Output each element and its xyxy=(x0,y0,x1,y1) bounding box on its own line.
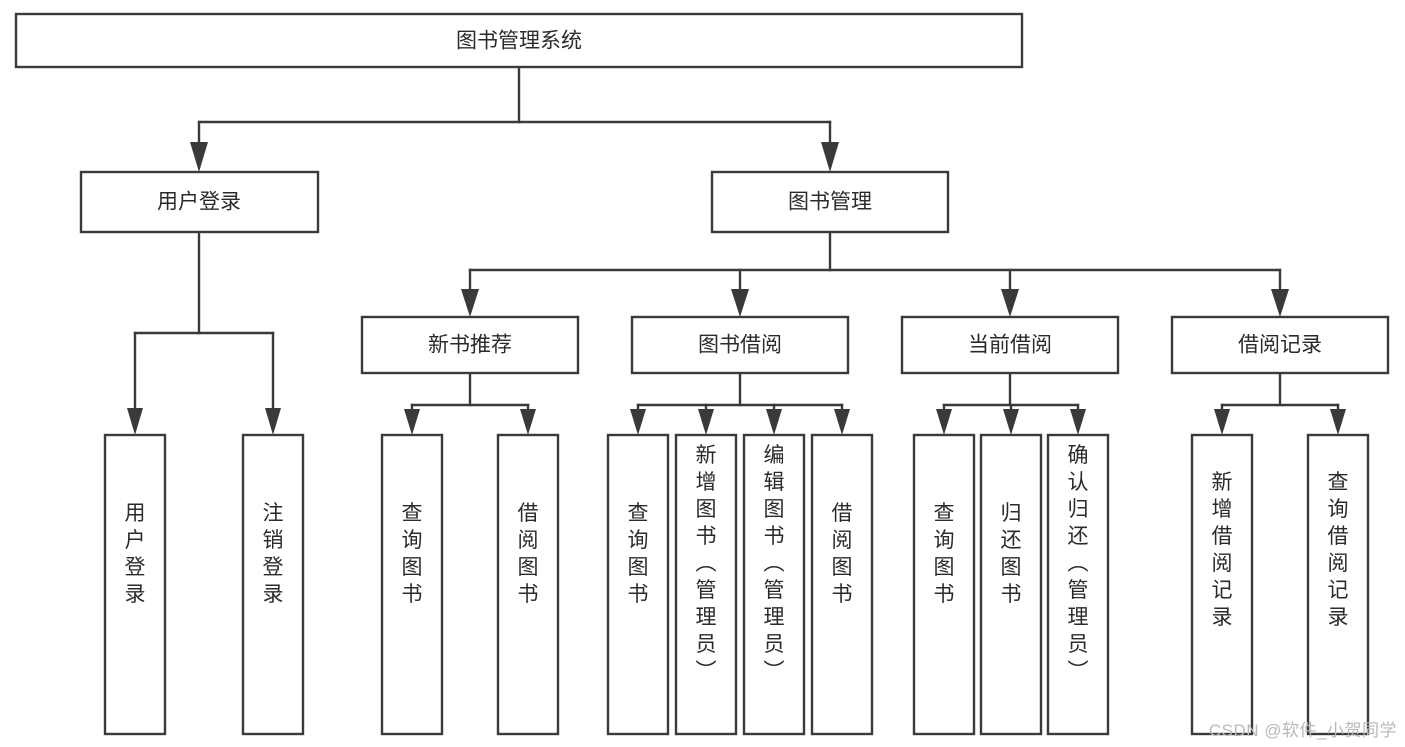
node-leaf-label: 归还图书 xyxy=(1001,502,1022,606)
arrowhead-userlogin-leaf-2 xyxy=(265,408,281,435)
node-borrow-record-label: 借阅记录 xyxy=(1238,334,1322,357)
node-leaf-label: 确认归还︵管理员︶ xyxy=(1068,444,1089,683)
node-leaf-book-borrow-3[interactable]: 编辑图书︵管理员︶ xyxy=(742,433,806,736)
node-leaf-book-borrow-2[interactable]: 新增图书︵管理员︶ xyxy=(674,433,738,736)
node-leaf-label: 用户登录 xyxy=(125,502,146,606)
node-leaf-rect[interactable] xyxy=(103,433,167,736)
node-leaf-current-borrow-3[interactable]: 确认归还︵管理员︶ xyxy=(1046,433,1110,736)
node-root-label: 图书管理系统 xyxy=(456,30,582,53)
node-leaf-label: 查询图书 xyxy=(402,502,423,606)
node-leaf-rect[interactable] xyxy=(979,433,1043,736)
arrowhead-to-newbook xyxy=(461,289,479,317)
node-leaf-label: 查询借阅记录 xyxy=(1328,471,1349,629)
node-leaf-rect[interactable] xyxy=(742,433,806,736)
arrowhead-bookborrow-leaf-2 xyxy=(698,409,714,435)
node-leaf-book-borrow-1[interactable]: 查询图书 xyxy=(606,433,670,736)
arrowhead-currentborrow-leaf-2 xyxy=(1003,409,1019,435)
node-user-login-label: 用户登录 xyxy=(157,191,241,214)
node-leaf-book-borrow-4[interactable]: 借阅图书 xyxy=(810,433,874,736)
node-leaf-rect[interactable] xyxy=(496,433,560,736)
node-leaf-label: 借阅图书 xyxy=(518,502,539,606)
connector-group-newbook xyxy=(404,371,536,435)
node-leaf-rect[interactable] xyxy=(241,433,305,736)
node-new-book-recommend-rect[interactable] xyxy=(360,315,580,375)
node-leaf-label: 查询图书 xyxy=(628,502,649,606)
arrowhead-newbook-leaf-2 xyxy=(520,409,536,435)
node-leaf-rect[interactable] xyxy=(912,433,976,736)
node-leaf-label: 新增借阅记录 xyxy=(1212,471,1233,629)
connector-group-userlogin xyxy=(127,230,281,435)
node-leaf-label: 注销登录 xyxy=(263,502,284,606)
node-leaf-rect[interactable] xyxy=(674,433,738,736)
node-leaf-rect[interactable] xyxy=(606,433,670,736)
node-leaf-rect[interactable] xyxy=(1190,433,1254,736)
node-leaf-rect[interactable] xyxy=(810,433,874,736)
arrowhead-newbook-leaf-1 xyxy=(404,409,420,435)
node-book-borrow-label: 图书借阅 xyxy=(698,334,782,357)
arrowhead-to-bookborrow xyxy=(731,289,749,317)
node-leaf-new-book-1[interactable]: 查询图书 xyxy=(380,433,444,736)
node-user-login-rect[interactable] xyxy=(79,170,320,234)
arrowhead-bookborrow-leaf-3 xyxy=(766,409,782,435)
arrowhead-to-currentborrow xyxy=(1001,289,1019,317)
node-borrow-record[interactable]: 借阅记录 xyxy=(1170,315,1390,375)
connector-group-currentborrow xyxy=(936,371,1086,435)
node-borrow-record-rect[interactable] xyxy=(1170,315,1390,375)
node-leaf-label: 新增图书︵管理员︶ xyxy=(696,444,717,683)
node-leaf-label: 查询图书 xyxy=(934,502,955,606)
arrowhead-borrowrecord-leaf-2 xyxy=(1330,409,1346,435)
node-leaf-borrow-record-2[interactable]: 查询借阅记录 xyxy=(1306,433,1370,736)
node-book-management-rect[interactable] xyxy=(710,170,950,234)
node-new-book-recommend-label: 新书推荐 xyxy=(428,334,512,357)
node-book-management-label: 图书管理 xyxy=(788,191,872,214)
node-book-borrow-rect[interactable] xyxy=(630,315,850,375)
node-leaf-rect[interactable] xyxy=(1306,433,1370,736)
node-leaf-user-login-1[interactable]: 用户登录 xyxy=(103,433,167,736)
connector-group-borrowrecord xyxy=(1214,371,1346,435)
node-current-borrow-rect[interactable] xyxy=(900,315,1120,375)
node-book-borrow[interactable]: 图书借阅 xyxy=(630,315,850,375)
node-leaf-rect[interactable] xyxy=(1046,433,1110,736)
arrowhead-to-bookmgmt xyxy=(821,142,839,172)
arrowhead-bookborrow-leaf-1 xyxy=(630,409,646,435)
node-leaf-borrow-record-1[interactable]: 新增借阅记录 xyxy=(1190,433,1254,736)
node-root[interactable]: 图书管理系统 xyxy=(14,12,1024,69)
node-leaf-new-book-2[interactable]: 借阅图书 xyxy=(496,433,560,736)
node-new-book-recommend[interactable]: 新书推荐 xyxy=(360,315,580,375)
connector-group-bookborrow xyxy=(630,371,850,435)
node-leaf-user-login-2[interactable]: 注销登录 xyxy=(241,433,305,736)
node-leaf-label: 借阅图书 xyxy=(832,502,853,606)
arrowhead-to-borrowrecord xyxy=(1271,289,1289,317)
arrowhead-bookborrow-leaf-4 xyxy=(834,409,850,435)
arrowhead-borrowrecord-leaf-1 xyxy=(1214,409,1230,435)
node-root-rect[interactable] xyxy=(14,12,1024,69)
arrowhead-userlogin-leaf-1 xyxy=(127,408,143,435)
node-leaf-current-borrow-1[interactable]: 查询图书 xyxy=(912,433,976,736)
node-current-borrow[interactable]: 当前借阅 xyxy=(900,315,1120,375)
node-leaf-current-borrow-2[interactable]: 归还图书 xyxy=(979,433,1043,736)
node-user-login[interactable]: 用户登录 xyxy=(79,170,320,234)
connector-group-bookmgmt xyxy=(461,230,1289,317)
node-leaf-label: 编辑图书︵管理员︶ xyxy=(764,444,785,683)
node-leaf-rect[interactable] xyxy=(380,433,444,736)
node-current-borrow-label: 当前借阅 xyxy=(968,334,1052,357)
arrowhead-currentborrow-leaf-1 xyxy=(936,409,952,435)
arrowhead-currentborrow-leaf-3 xyxy=(1070,409,1086,435)
node-book-management[interactable]: 图书管理 xyxy=(710,170,950,234)
connector-group-root xyxy=(190,65,839,172)
arrowhead-to-userlogin xyxy=(190,142,208,172)
